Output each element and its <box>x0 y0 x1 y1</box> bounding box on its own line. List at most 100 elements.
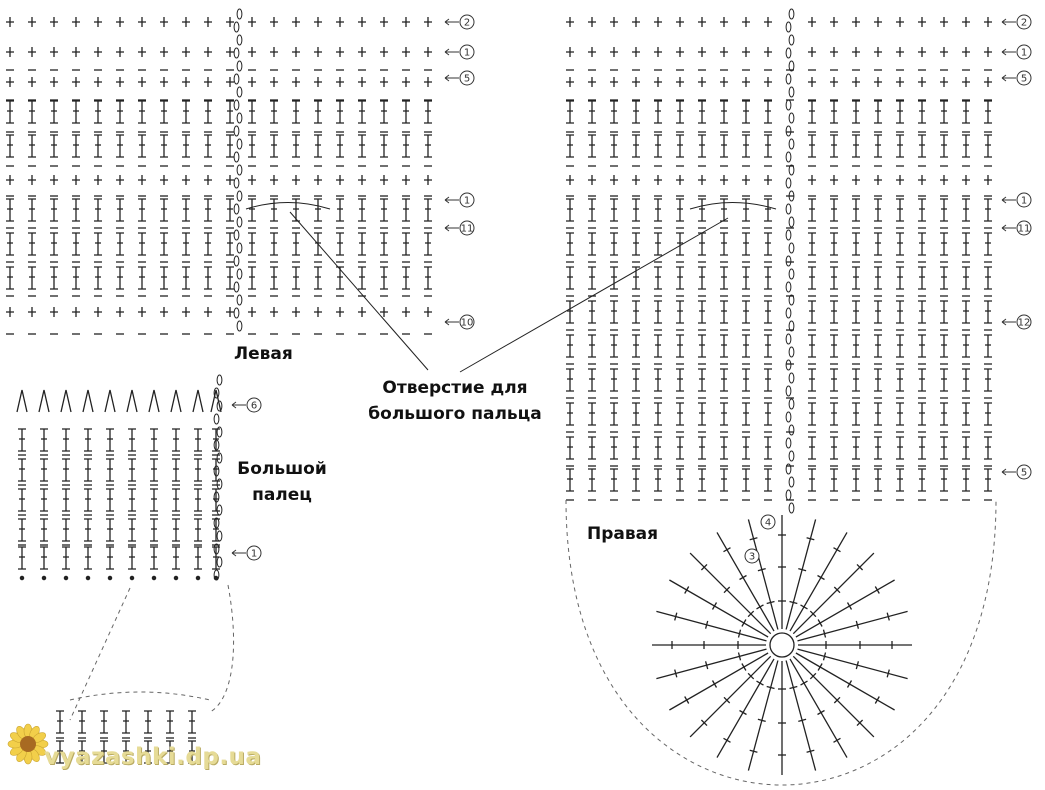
sc-stitch <box>116 307 124 317</box>
palm-spoke <box>795 652 895 711</box>
dc-stitch <box>188 710 196 734</box>
dc-stitch <box>358 100 366 124</box>
sc-stitch <box>314 17 322 27</box>
palm-tick <box>789 685 798 690</box>
dc-stitch <box>720 334 728 358</box>
chain-stitch <box>233 73 240 85</box>
dc-stitch <box>984 100 992 124</box>
base-dot <box>19 575 25 581</box>
sc-stitch <box>808 77 816 87</box>
sc-stitch <box>138 77 146 87</box>
decrease-stitch <box>148 389 160 413</box>
sc-stitch <box>72 307 80 317</box>
dc-stitch <box>56 740 64 764</box>
dc-stitch <box>654 232 662 256</box>
palm-tick <box>846 602 853 610</box>
dc-stitch <box>830 198 838 222</box>
palm-tick <box>809 610 817 618</box>
sc-stitch <box>610 77 618 87</box>
dc-stitch <box>654 468 662 492</box>
dc-stitch <box>160 198 168 222</box>
sc-stitch <box>764 77 772 87</box>
sc-stitch <box>896 17 904 27</box>
dc-stitch <box>918 368 926 392</box>
palm-tick <box>723 696 731 704</box>
arrow-left-icon <box>1001 18 1016 26</box>
dc-stitch <box>830 100 838 124</box>
dc-stitch <box>248 100 256 124</box>
dc-stitch <box>6 134 14 158</box>
chain-stitch <box>788 8 795 20</box>
sc-stitch <box>28 175 36 185</box>
dc-stitch <box>896 368 904 392</box>
decrease-stitch <box>126 389 138 413</box>
dc-stitch <box>896 300 904 324</box>
dc-stitch <box>962 368 970 392</box>
row-marker: 1 <box>1001 44 1032 60</box>
dc-stitch <box>204 232 212 256</box>
base-dot <box>195 575 201 581</box>
dc-stitch <box>610 134 618 158</box>
sc-stitch <box>204 77 212 87</box>
palm-tick <box>856 563 864 571</box>
dc-stitch <box>28 134 36 158</box>
dc-stitch <box>62 518 70 542</box>
sc-stitch <box>830 175 838 185</box>
dc-stitch <box>226 100 234 124</box>
sc-stitch <box>380 17 388 27</box>
dc-stitch <box>852 232 860 256</box>
chain-stitch <box>788 372 795 384</box>
dc-stitch <box>918 436 926 460</box>
palm-spoke <box>747 660 779 771</box>
dc-stitch <box>424 100 432 124</box>
chain-stitch <box>788 398 795 410</box>
chain-stitch <box>216 426 223 438</box>
chain-stitch <box>788 242 795 254</box>
thumb-hole-arc-right <box>689 202 777 210</box>
row-number: 6 <box>251 401 257 412</box>
sc-stitch <box>742 77 750 87</box>
dc-stitch <box>676 402 684 426</box>
sc-stitch <box>424 175 432 185</box>
dc-stitch <box>720 198 728 222</box>
dc-stitch <box>632 232 640 256</box>
dc-stitch <box>676 334 684 358</box>
chain-stitch <box>236 86 243 98</box>
dc-stitch <box>764 198 772 222</box>
dc-stitch <box>336 232 344 256</box>
chain-stitch <box>236 112 243 124</box>
sc-stitch <box>962 77 970 87</box>
dc-stitch <box>830 368 838 392</box>
dc-stitch <box>808 300 816 324</box>
sc-stitch <box>918 175 926 185</box>
palm-tick <box>749 749 758 753</box>
sc-stitch <box>698 175 706 185</box>
dc-stitch <box>226 266 234 290</box>
dc-stitch <box>150 546 158 570</box>
chain-stitch <box>785 333 792 345</box>
dc-stitch <box>654 334 662 358</box>
chain-stitch <box>236 34 243 46</box>
dc-stitch <box>106 488 114 512</box>
dc-stitch <box>940 368 948 392</box>
dc-stitch <box>194 488 202 512</box>
dc-stitch <box>566 100 574 124</box>
dc-stitch <box>226 134 234 158</box>
row-marker: 5 <box>1001 464 1032 480</box>
dc-stitch <box>270 232 278 256</box>
dc-stitch <box>764 266 772 290</box>
sc-stitch <box>852 77 860 87</box>
dc-stitch <box>874 468 882 492</box>
chain-stitch <box>233 151 240 163</box>
row-marker: 5 <box>444 70 475 86</box>
dc-stitch <box>984 368 992 392</box>
chain-stitch <box>236 190 243 202</box>
dc-stitch <box>28 100 36 124</box>
sc-stitch <box>632 17 640 27</box>
dc-stitch <box>940 402 948 426</box>
sc-stitch <box>610 175 618 185</box>
dc-stitch <box>610 368 618 392</box>
palm-spoke <box>716 532 775 632</box>
sc-stitch <box>830 17 838 27</box>
decrease-stitch <box>82 389 94 413</box>
